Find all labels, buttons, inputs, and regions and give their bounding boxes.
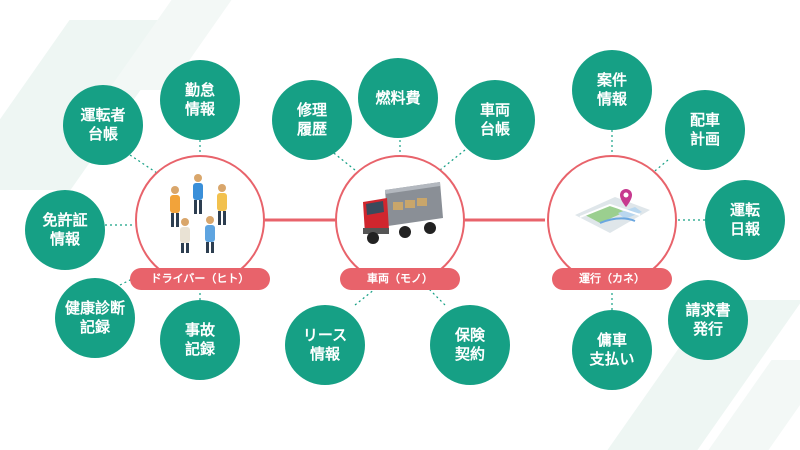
people-illustration: [170, 174, 227, 253]
charter-payment-bubble: 傭車 支払い: [572, 310, 652, 390]
health-check-bubble: 健康診断 記録: [55, 278, 135, 358]
truck-illustration: [363, 182, 443, 244]
accident-record-bubble: 事故 記録: [160, 300, 240, 380]
attendance-info-bubble: 勤怠 情報: [160, 60, 240, 140]
vehicle-ledger-bubble: 車両 台帳: [455, 80, 535, 160]
license-info-bubble: 免許証 情報: [25, 190, 105, 270]
insurance-contract-bubble: 保険 契約: [430, 305, 510, 385]
daily-report-bubble: 運転 日報: [705, 180, 785, 260]
driver-hub-label: ドライバー（ヒト）: [130, 268, 270, 290]
map-illustration: [575, 189, 650, 233]
lease-info-bubble: リース 情報: [285, 305, 365, 385]
repair-history-bubble: 修理 履歴: [272, 80, 352, 160]
dispatch-plan-bubble: 配車 計画: [665, 90, 745, 170]
fuel-cost-bubble: 燃料費: [358, 58, 438, 138]
project-info-bubble: 案件 情報: [572, 50, 652, 130]
driver-register-bubble: 運転者 台帳: [63, 85, 143, 165]
invoice-bubble: 請求書 発行: [668, 280, 748, 360]
vehicle-hub-label: 車両（モノ）: [340, 268, 460, 290]
operation-hub-label: 運行（カネ）: [552, 268, 672, 290]
